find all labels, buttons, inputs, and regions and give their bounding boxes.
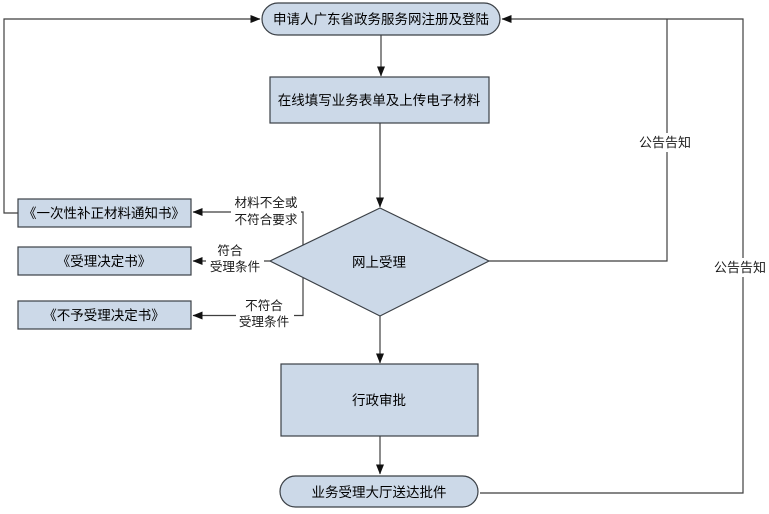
node-admin-approval-shape <box>280 363 479 437</box>
edge-label-announce-inner-bg <box>637 133 694 152</box>
node-register-shape <box>261 2 501 36</box>
node-register-label: 申请人广东省政务服务网注册及登陆 <box>273 12 489 27</box>
edge-label-meet-bg <box>206 244 264 274</box>
edge-label-meet: 符合 受理条件 <box>206 243 264 274</box>
node-admin-approval: 行政审批 <box>280 363 479 437</box>
edge-label-announce-outer-bg <box>712 258 769 277</box>
node-hall-delivery: 业务受理大厅送达批件 <box>279 475 479 508</box>
edge-label-notmeet-bg <box>236 298 294 330</box>
node-admin-approval-label: 行政审批 <box>352 393 406 408</box>
edge-label-announce-inner-text: 公告告知 <box>639 135 691 150</box>
edge-review-to-supplement <box>192 208 304 245</box>
edge-review-to-reject <box>192 278 304 320</box>
edge-label-incomplete-line1: 材料不全或 <box>235 195 298 210</box>
node-register: 申请人广东省政务服务网注册及登陆 <box>261 2 501 36</box>
edge-delivery-announce-loop <box>480 15 744 494</box>
node-hall-delivery-label: 业务受理大厅送达批件 <box>312 485 447 500</box>
edge-label-incomplete-bg <box>231 194 301 227</box>
edge-review-announce-line <box>489 19 668 262</box>
node-fill-form: 在线填写业务表单及上传电子材料 <box>269 76 490 124</box>
node-fill-form-label: 在线填写业务表单及上传电子材料 <box>278 93 481 108</box>
edge-label-notmeet-line2: 受理条件 <box>239 314 289 329</box>
edge-label-notmeet: 不符合 受理条件 <box>236 298 294 330</box>
edge-label-notmeet-line1: 不符合 <box>245 298 283 313</box>
node-supplement-notice-shape <box>17 198 192 228</box>
edge-supplement-loop-to-register <box>3 15 261 214</box>
edge-label-meet-line1: 符合 <box>217 243 243 258</box>
node-supplement-notice-label: 《一次性补正材料通知书》 <box>23 205 185 221</box>
node-reject-decision: 《不予受理决定书》 <box>17 300 192 330</box>
node-accept-decision: 《受理决定书》 <box>17 246 192 276</box>
edge-label-announce-inner: 公告告知 <box>637 133 694 152</box>
edge-label-announce-outer: 公告告知 <box>712 258 769 277</box>
node-fill-form-shape <box>269 76 490 124</box>
node-hall-delivery-shape <box>279 475 479 508</box>
node-accept-decision-shape <box>17 246 192 276</box>
node-online-review-shape <box>268 207 491 317</box>
edge-label-incomplete-line2: 不符合要求 <box>235 212 298 227</box>
node-reject-decision-shape <box>17 300 192 330</box>
edge-label-announce-outer-text: 公告告知 <box>714 260 766 275</box>
edge-label-incomplete: 材料不全或 不符合要求 <box>231 194 301 227</box>
node-accept-decision-label: 《受理决定书》 <box>57 254 152 269</box>
node-online-review-label: 网上受理 <box>352 255 406 270</box>
node-supplement-notice: 《一次性补正材料通知书》 <box>17 198 192 228</box>
node-online-review: 网上受理 <box>268 207 491 317</box>
edge-label-meet-line2: 受理条件 <box>210 259 260 274</box>
node-reject-decision-label: 《不予受理决定书》 <box>43 308 165 323</box>
